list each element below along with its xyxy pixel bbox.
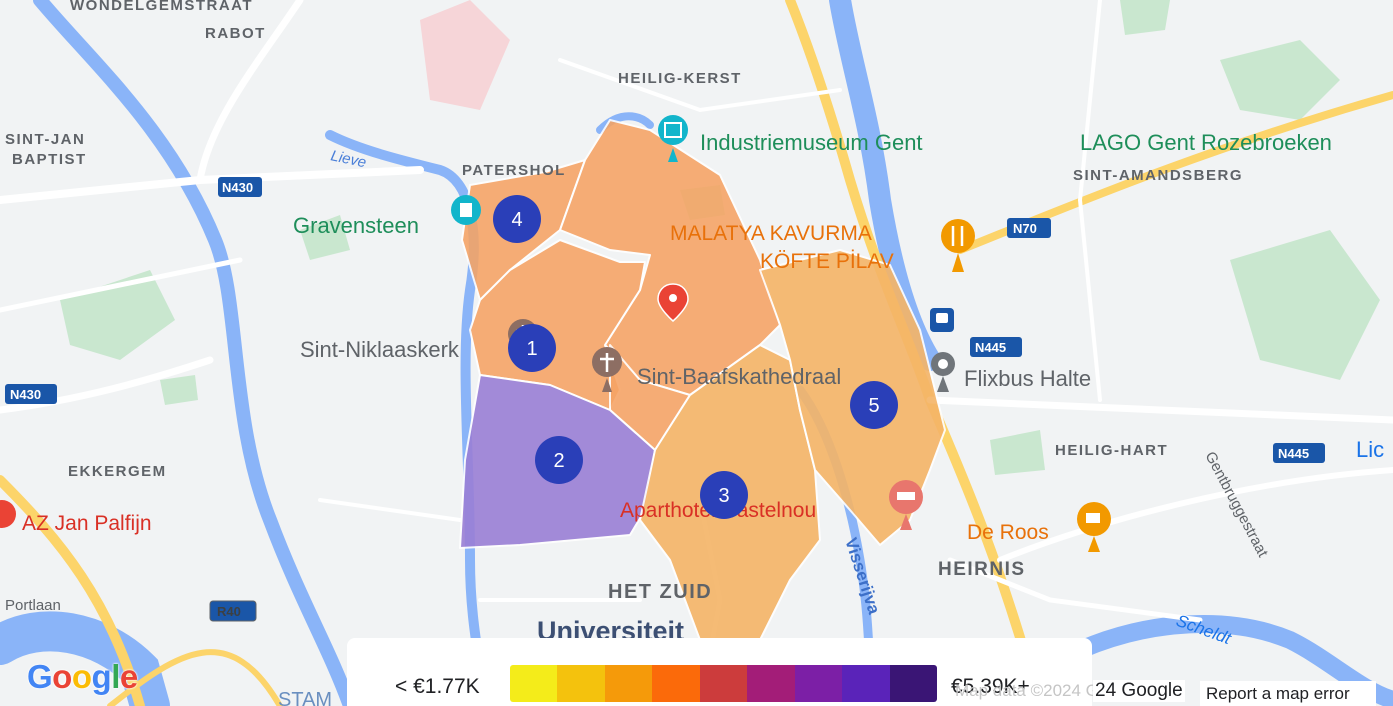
poi-label[interactable]: Sint-Niklaaskerk (300, 337, 460, 362)
svg-text:2: 2 (553, 450, 564, 472)
legend-color-step (510, 665, 558, 702)
cafe-icon[interactable] (1077, 502, 1111, 552)
legend-color-step (889, 665, 937, 702)
poi-label[interactable]: De Roos (967, 521, 1049, 544)
legend-color-step (842, 665, 890, 702)
svg-text:1: 1 (526, 338, 537, 360)
road-badge: N70 (1007, 218, 1051, 238)
google-logo: Google (27, 658, 138, 695)
hotel-icon[interactable] (889, 480, 923, 530)
road-badge: R40 (209, 600, 257, 622)
district-label: HEIRNIS (938, 559, 1026, 580)
poi-label[interactable]: Industriemuseum Gent (700, 130, 923, 155)
legend-color-step (747, 665, 795, 702)
poi-label: STAM (278, 689, 332, 706)
district-label: RABOT (205, 25, 266, 42)
legend-color-scale (510, 665, 937, 702)
poi-label[interactable]: KÖFTE PİLAV (760, 250, 894, 273)
legend-color-step (604, 665, 653, 702)
train-station-icon[interactable] (930, 308, 954, 332)
district-label: EKKERGEM (68, 463, 167, 480)
road-badge: N445 (970, 337, 1022, 357)
legend-color-step (699, 665, 748, 702)
legend-color-step (652, 665, 700, 702)
svg-text:N70: N70 (1013, 221, 1037, 236)
poi-label[interactable]: Flixbus Halte (964, 366, 1091, 391)
svg-text:N445: N445 (975, 340, 1006, 355)
hospital-icon[interactable] (0, 500, 16, 528)
road-badge: N445 (1273, 443, 1325, 463)
road-badges: N430 N430 N70 N445 N445 R40 (5, 177, 1325, 622)
museum-icon[interactable] (658, 115, 688, 162)
svg-text:5: 5 (868, 395, 879, 417)
poi-label[interactable]: Sint-Baafskathedraal (637, 364, 841, 389)
hospital-area (420, 0, 510, 110)
marker-3[interactable]: 3 (700, 471, 748, 519)
district-label: HEILIG-KERST (618, 70, 742, 87)
district-label: HET ZUID (608, 581, 712, 603)
restaurant-icon[interactable] (941, 219, 975, 272)
poi-icons (0, 115, 1111, 552)
district-label: WONDELGEMSTRAAT (70, 0, 253, 14)
marker-4[interactable]: 4 (493, 195, 541, 243)
road-badge: N430 (5, 384, 57, 404)
google-attribution: 24 Google (1093, 680, 1185, 702)
district-label: HEILIG-HART (1055, 442, 1168, 459)
district-label: BAPTIST (12, 151, 87, 168)
price-legend: < €1.77K €5.39K+ (347, 638, 1092, 706)
poi-label[interactable]: AZ Jan Palfijn (22, 512, 152, 535)
svg-text:4: 4 (511, 209, 522, 231)
road-badge: N430 (218, 177, 262, 197)
legend-color-step (794, 665, 843, 702)
svg-text:R40: R40 (217, 604, 241, 619)
svg-text:N430: N430 (222, 180, 253, 195)
district-label: PATERSHOL (462, 162, 566, 179)
poi-label[interactable]: LAGO Gent Rozebroeken (1080, 130, 1332, 155)
legend-max-label: €5.39K+ (951, 675, 1030, 698)
location-pin-icon[interactable] (657, 283, 689, 322)
poi-label[interactable]: Gravensteen (293, 213, 419, 238)
svg-text:N430: N430 (10, 387, 41, 402)
marker-1[interactable]: 1 (508, 324, 556, 372)
district-labels: WONDELGEMSTRAAT RABOT HEILIG-KERST SINT-… (5, 0, 1243, 603)
castle-icon[interactable] (451, 195, 481, 225)
church-icon[interactable] (592, 347, 622, 392)
svg-text:N445: N445 (1278, 446, 1309, 461)
legend-color-step (557, 665, 605, 702)
bus-stop-icon[interactable] (931, 352, 955, 392)
district-label: SINT-AMANDSBERG (1073, 167, 1243, 184)
poi-label[interactable]: MALATYA KAVURMA (670, 222, 872, 245)
marker-2[interactable]: 2 (535, 436, 583, 484)
numbered-markers[interactable]: 1 2 3 4 5 (493, 195, 898, 519)
street-label: Portlaan (5, 597, 61, 614)
svg-text:3: 3 (718, 485, 729, 507)
report-map-error-link[interactable]: Report a map error (1200, 681, 1376, 706)
poi-label: Lic (1356, 437, 1384, 462)
legend-min-label: < €1.77K (395, 675, 480, 698)
district-label: SINT-JAN (5, 131, 85, 148)
poi-labels: Industriemuseum Gent LAGO Gent Rozebroek… (22, 130, 1384, 706)
marker-5[interactable]: 5 (850, 381, 898, 429)
